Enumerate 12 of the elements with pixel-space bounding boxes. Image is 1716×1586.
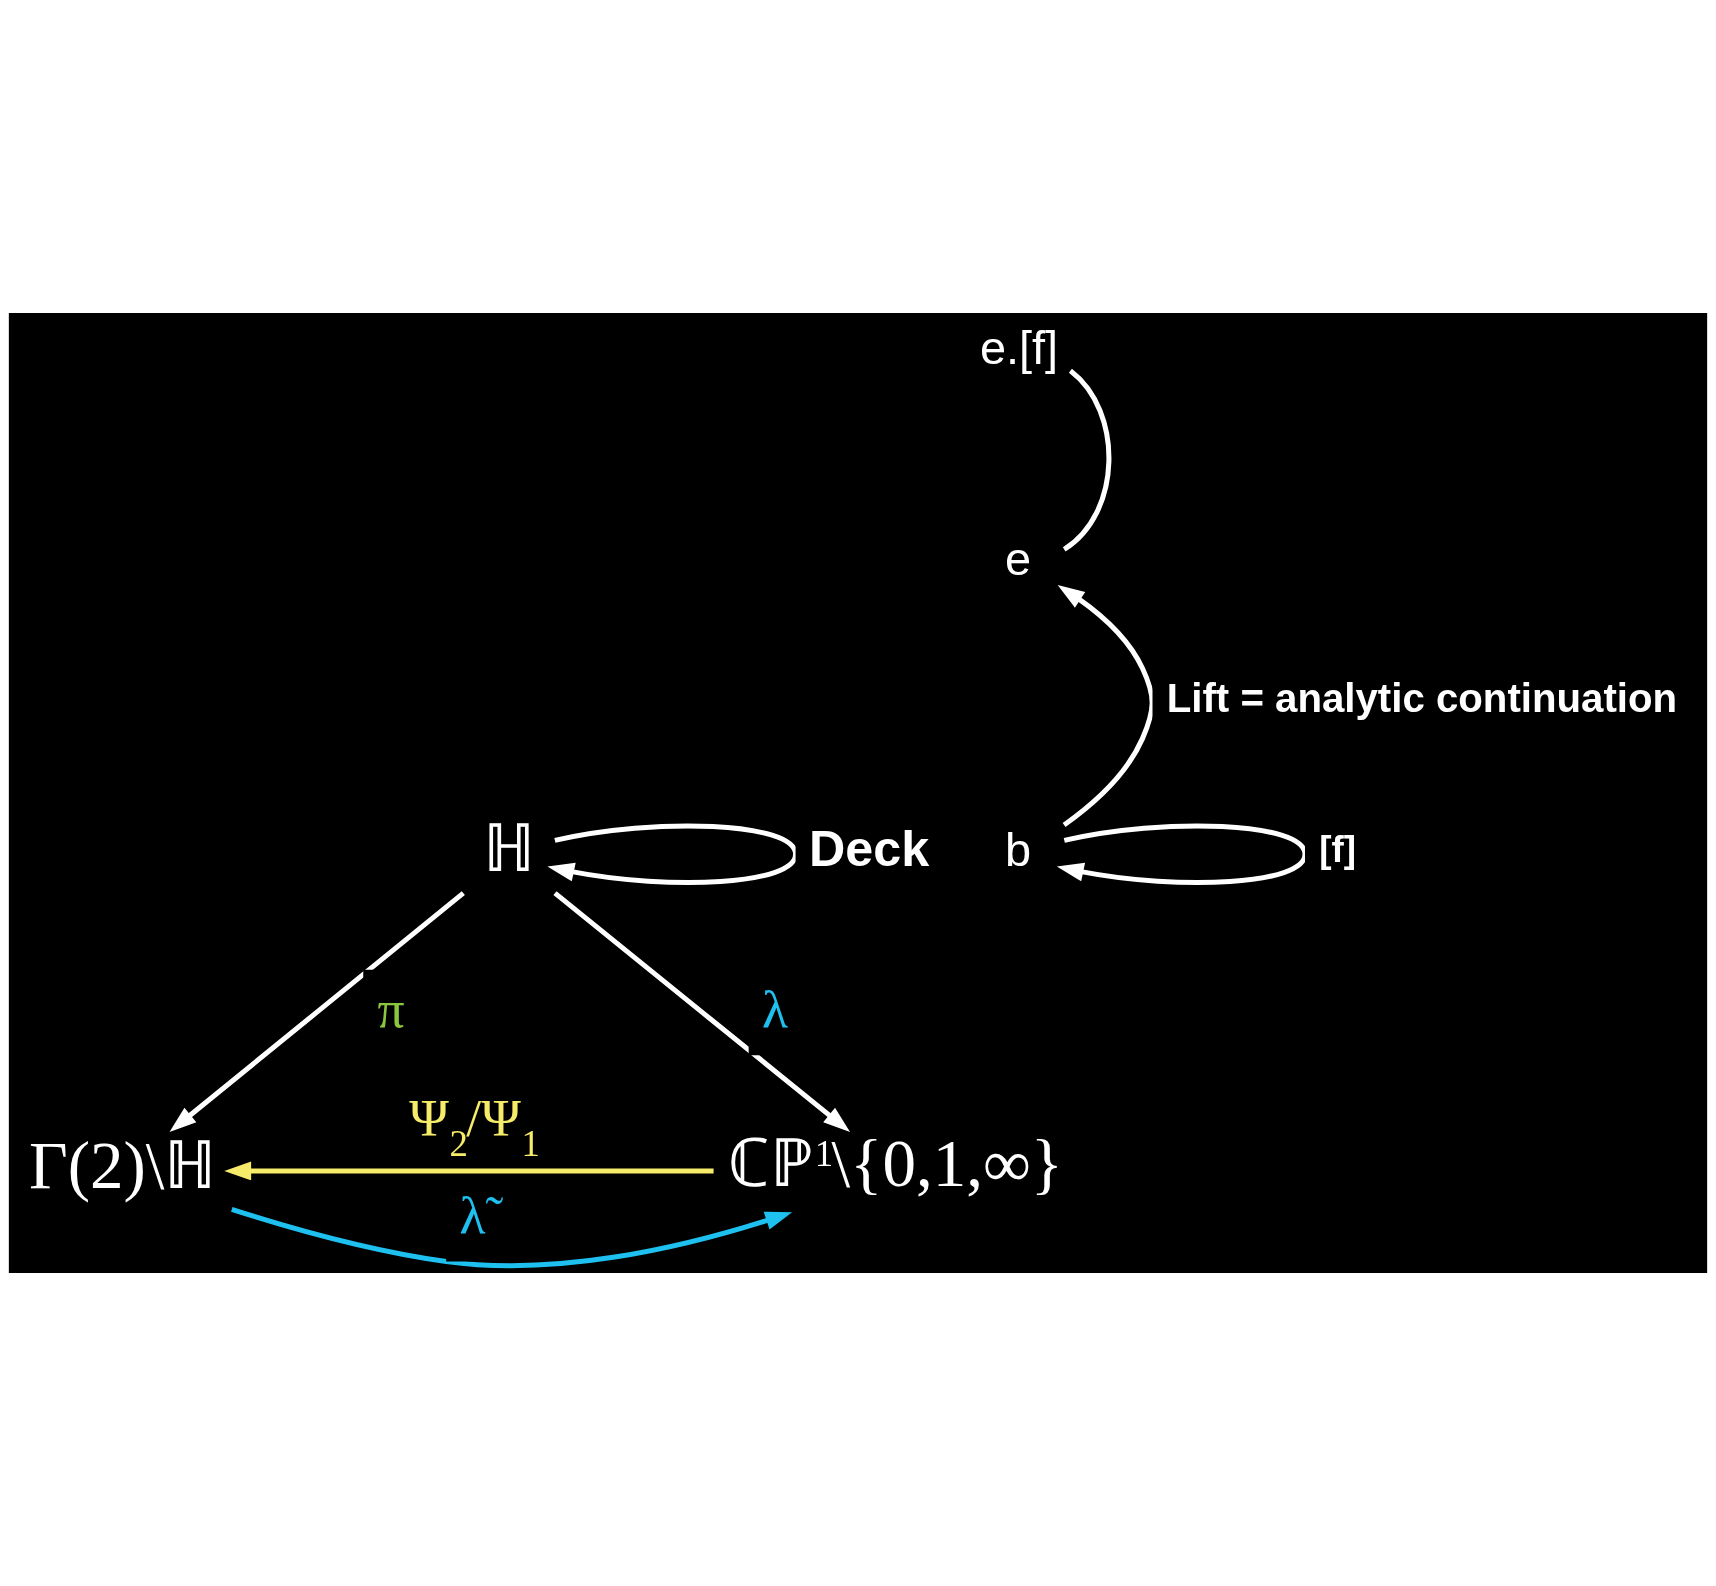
- edge-label: Ψ$_{2}$/Ψ$_{1}$: [409, 1087, 541, 1165]
- node-text: Γ(2)\ℍ: [28, 1127, 217, 1202]
- node-text: e.[f]: [979, 321, 1059, 374]
- edge-label: [f]: [1319, 828, 1357, 870]
- edge-label: Lift = analytic continuation: [1166, 676, 1678, 722]
- edge-label: π: [377, 979, 405, 1040]
- node-text: ℂℙ$^{1}$\{0,1,∞}: [727, 1126, 1063, 1201]
- node-text: ℍ: [483, 811, 536, 885]
- edge-label: λ: [762, 979, 789, 1040]
- node-text: e: [1005, 533, 1032, 586]
- node-text: b: [1005, 823, 1032, 876]
- edge-label: Deck: [808, 819, 930, 877]
